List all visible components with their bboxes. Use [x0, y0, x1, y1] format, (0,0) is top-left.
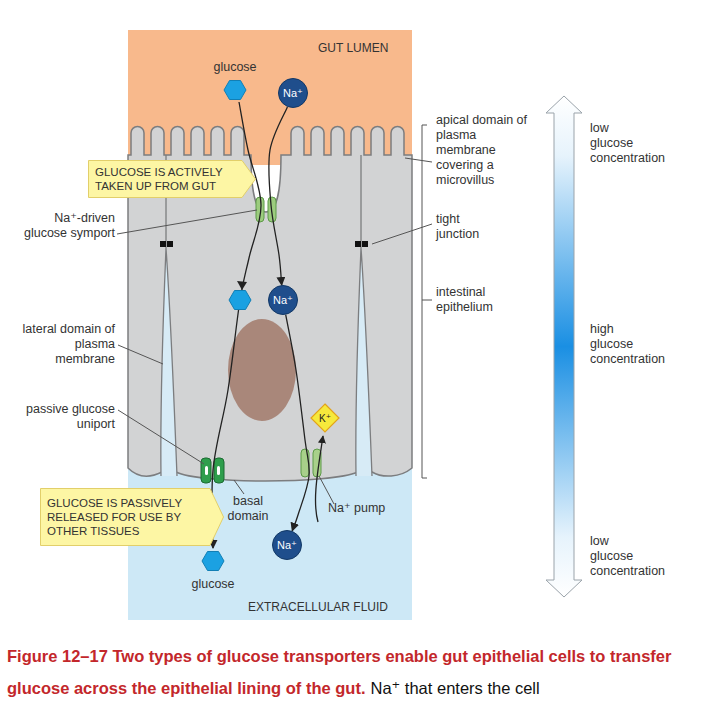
- node-text: Na⁺: [277, 539, 297, 551]
- potassium-arrow: [315, 436, 323, 522]
- node-text: Na⁺: [273, 294, 293, 306]
- annotation-label: lateral domain of plasma membrane: [20, 322, 115, 367]
- figure-caption: Figure 12–17 Two types of glucose transp…: [7, 647, 671, 697]
- uniport-protein: [214, 458, 224, 483]
- annotation-label: Na⁺-driven glucose symport: [13, 211, 115, 241]
- lateral-space: [356, 248, 372, 476]
- callout-shape: [41, 489, 224, 546]
- transport-arrow: [286, 315, 310, 531]
- annotation-label: Na⁺ pump: [328, 501, 385, 516]
- annotation-label: GUT LUMEN: [318, 41, 428, 56]
- node-text: GLUCOSE IS PASSIVELY RELEASED FOR USE BY…: [47, 496, 206, 538]
- glucose-molecule: glucose: [181, 548, 245, 592]
- leader-line: [319, 476, 334, 504]
- uniport-protein: [217, 466, 220, 475]
- node-text: glucose: [203, 60, 267, 75]
- text-block: K⁺: [311, 404, 339, 432]
- annotation-label: passive glucose uniport: [15, 402, 115, 432]
- diamond-shape: [311, 404, 339, 432]
- text-block: Na⁺: [269, 286, 297, 314]
- text-block: GLUCOSE IS PASSIVELY RELEASED FOR USE BY…: [40, 488, 224, 546]
- annotation-label: basal domain: [222, 494, 274, 524]
- callout-box: GLUCOSE IS PASSIVELY RELEASED FOR USE BY…: [40, 488, 224, 546]
- leader-line: [117, 210, 257, 234]
- annotation-label: low glucose concentration: [590, 534, 650, 579]
- annotation-label: high glucose concentration: [590, 322, 650, 367]
- tight-junction: [355, 241, 361, 247]
- node-text: GLUCOSE IS ACTIVELY TAKEN UP FROM GUT: [95, 165, 238, 193]
- leader-line: [234, 480, 244, 494]
- node-outline: [88, 160, 256, 198]
- uniport-protein: [205, 466, 208, 475]
- text-block: GLUCOSE IS ACTIVELY TAKEN UP FROM GUT: [88, 160, 256, 198]
- glucose-molecule: glucose: [203, 60, 267, 102]
- annotation-label: apical domain of plasma membrane coverin…: [436, 113, 528, 188]
- annotation-label: low glucose concentration: [590, 121, 650, 166]
- arrow-head: [237, 281, 247, 290]
- annotation-label: tight junction: [436, 212, 496, 242]
- glucose-hexagon: [202, 552, 224, 571]
- tight-junction: [160, 241, 166, 247]
- text-block: glucose: [181, 577, 245, 592]
- node-text: Na⁺: [283, 87, 303, 99]
- leader-line: [118, 410, 204, 464]
- caption-text: Na⁺ that enters the cell: [370, 679, 539, 697]
- caption-block: Figure 12–17 Two types of glucose transp…: [7, 640, 705, 704]
- annotation-label: EXTRACELLULAR FLUID: [248, 600, 418, 615]
- node-text: glucose: [181, 577, 245, 592]
- callout-shape: [89, 161, 256, 198]
- sodium-ion: Na⁺: [272, 530, 302, 560]
- glucose-hexagon: [224, 81, 246, 100]
- potassium-ion: K⁺: [311, 404, 339, 432]
- sodium-ion: Na⁺: [278, 78, 308, 108]
- tight-junction: [362, 241, 368, 247]
- uniport-protein: [201, 458, 211, 483]
- callout-box: GLUCOSE IS ACTIVELY TAKEN UP FROM GUT: [88, 160, 256, 198]
- text-block: glucose: [203, 60, 267, 75]
- transport-arrow: [269, 107, 288, 285]
- sodium-pump: [301, 449, 309, 477]
- sodium-ion: Na⁺: [268, 285, 298, 315]
- gradient-arrow: [546, 96, 582, 597]
- glucose-hexagon: [229, 291, 251, 310]
- tight-junction: [167, 241, 173, 247]
- node-text: K⁺: [319, 413, 331, 424]
- leader-line: [405, 158, 432, 162]
- leader-line: [372, 224, 432, 244]
- text-block: Na⁺: [279, 79, 307, 107]
- leader-line: [118, 345, 163, 364]
- bracket: [422, 125, 432, 478]
- text-block: Na⁺: [273, 531, 301, 559]
- annotation-label: intestinal epithelium: [436, 285, 508, 315]
- nucleus: [228, 319, 296, 421]
